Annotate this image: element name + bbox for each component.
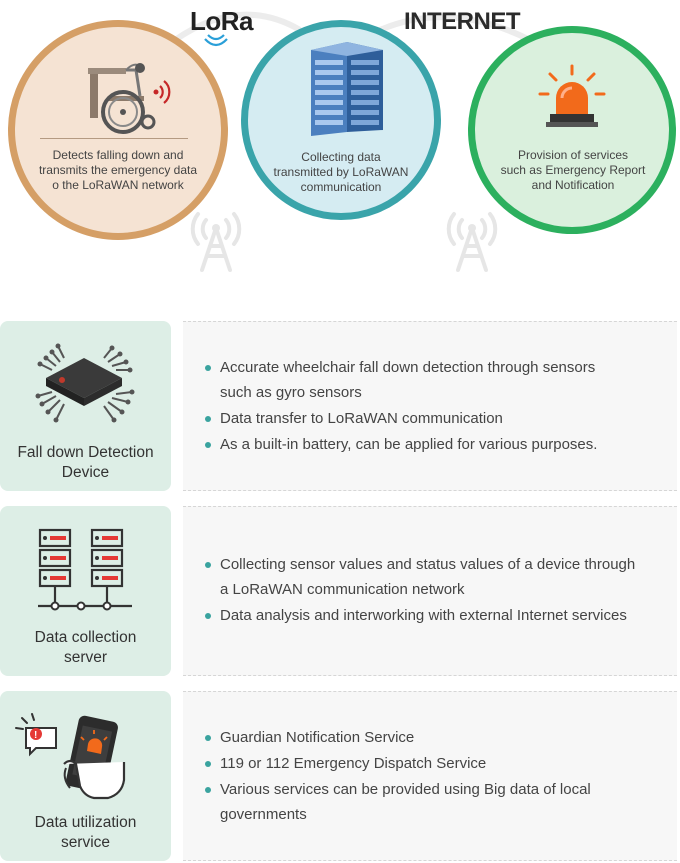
- detail-panel: [183, 691, 677, 861]
- antenna-tower-icon: [190, 212, 242, 272]
- bullet-list: Collecting sensor values and status valu…: [204, 552, 654, 629]
- card-fall-detection: [0, 321, 171, 491]
- antenna-tower-icon: [446, 212, 498, 272]
- service-provision-text: Provision of services such as Emergency …: [500, 148, 646, 192]
- list-item: Various services can be provided using B…: [204, 777, 654, 827]
- signal-waves-icon: [204, 34, 228, 47]
- detail-panel: [183, 506, 677, 676]
- phone-alert-icon: !: [15, 713, 126, 800]
- list-item: Data analysis and interworking with exte…: [204, 603, 654, 628]
- lora-logo: LoRa: [190, 6, 254, 36]
- list-item: 119 or 112 Emergency Dispatch Service: [204, 751, 654, 776]
- list-item: Collecting sensor values and status valu…: [204, 552, 654, 602]
- bullet-list: Guardian Notification Service 119 or 112…: [204, 725, 654, 828]
- wheelchair-icon: [88, 63, 171, 134]
- svg-text:!: !: [34, 730, 37, 741]
- chip-icon: [35, 343, 135, 423]
- server-rack-icon: [311, 42, 383, 136]
- connection-arcs: [173, 11, 532, 43]
- server-network-icon: [38, 528, 132, 611]
- fall-detection-text: Detects falling down and transmits the e…: [38, 148, 198, 192]
- bullet-list: Accurate wheelchair fall down detection …: [204, 355, 654, 458]
- card-label: Fall down Detection Device: [17, 444, 154, 481]
- card-label: Data utilization service: [34, 814, 137, 851]
- list-item: Accurate wheelchair fall down detection …: [204, 355, 654, 405]
- detail-panel: [183, 321, 677, 491]
- divider: [40, 138, 188, 139]
- siren-icon: [538, 64, 606, 127]
- data-collection-text: Collecting data transmitted by LoRaWAN c…: [273, 150, 409, 194]
- list-item: Guardian Notification Service: [204, 725, 654, 750]
- list-item: Data transfer to LoRaWAN communication: [204, 406, 654, 431]
- service-provision-circle: [468, 26, 676, 234]
- list-item: As a built-in battery, can be applied fo…: [204, 432, 654, 457]
- card-label: Data collection server: [34, 629, 137, 666]
- internet-label: INTERNET: [404, 8, 521, 35]
- card-data-collection: [0, 506, 171, 676]
